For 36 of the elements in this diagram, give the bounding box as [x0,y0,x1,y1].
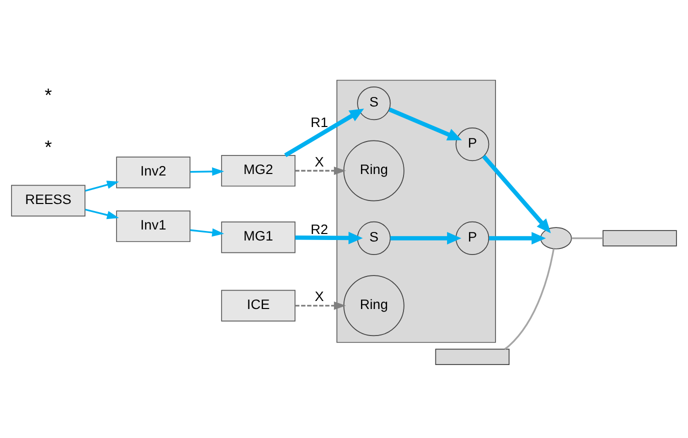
arrow [85,208,119,220]
node-box: Inv1 [116,210,190,242]
arrow [190,167,224,176]
cluster [336,80,496,343]
arrow [284,108,364,158]
edge-label: X [314,154,324,170]
node-circle: Ring [343,140,404,202]
node-circle: P [456,221,490,256]
arrow [390,232,462,244]
node-box: ICE [221,290,296,322]
label: * [44,136,52,158]
label: * [44,84,52,106]
edge-label: X [314,289,324,304]
arrow [295,166,346,175]
node-circle: S [357,86,391,120]
arrow [388,108,462,140]
arrow [489,232,546,244]
node-circle: S [357,221,391,256]
arrow [85,180,119,192]
node-circle [540,227,572,250]
node-box: MG2 [221,154,296,187]
connector [572,237,603,240]
arrow [482,154,551,234]
edge-label: R2 [310,222,328,237]
edge-label: R1 [310,115,328,130]
node-circle: P [456,127,490,162]
connector [504,248,555,350]
arrow [295,232,363,244]
node-box: REESS [11,184,86,216]
node-circle: Ring [343,275,404,336]
node-box: MG1 [221,222,296,254]
node-box: Inv2 [116,156,190,188]
node-box [435,348,510,366]
arrow [295,301,346,310]
node-box [602,230,677,246]
arrow [190,228,224,237]
